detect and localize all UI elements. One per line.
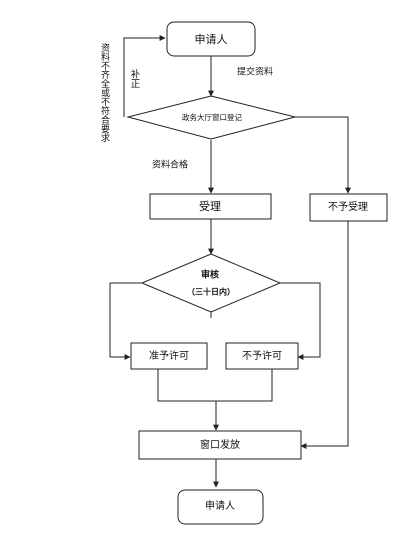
connector-review-to-deny: [280, 282, 321, 360]
deny-node: [225, 342, 299, 370]
connector-review-to-approve: [109, 282, 142, 360]
issue-node-label: 窗口发放: [200, 438, 240, 451]
end-node: [177, 489, 264, 525]
end-node-label: 申请人: [205, 499, 235, 512]
start-node: [166, 21, 256, 57]
check-decision-node: [126, 95, 296, 140]
reject-accept-node-label: 不予受理: [328, 201, 368, 213]
deny-node-label: 不予许可: [242, 350, 282, 362]
connector-check-to-reject: [295, 116, 351, 194]
incomplete-label: 资料不齐全或不符合要求: [99, 43, 109, 142]
issue-node: [138, 430, 302, 460]
check-node-label: 政务大厅窗口登记: [182, 112, 242, 122]
start-node-label: 申请人: [195, 33, 228, 46]
supplement-label: 补正: [128, 69, 140, 88]
approve-node-label: 准予许可: [149, 350, 189, 362]
review-node-subtitle: （三十日内）: [187, 287, 235, 297]
accept-node-label: 受理: [199, 200, 221, 213]
review-node-title: 审核: [201, 269, 219, 281]
connector-merge: [157, 369, 273, 402]
submit-label: 提交资料: [237, 66, 273, 78]
review-decision-node: [140, 253, 282, 313]
accept-node: [149, 193, 272, 220]
connector-supplement-loop: [123, 35, 166, 117]
reject-accept-node: [309, 193, 388, 222]
connector-reject-to-issue: [300, 221, 349, 449]
qualified-label: 资料合格: [152, 159, 188, 171]
approve-node: [130, 342, 208, 370]
